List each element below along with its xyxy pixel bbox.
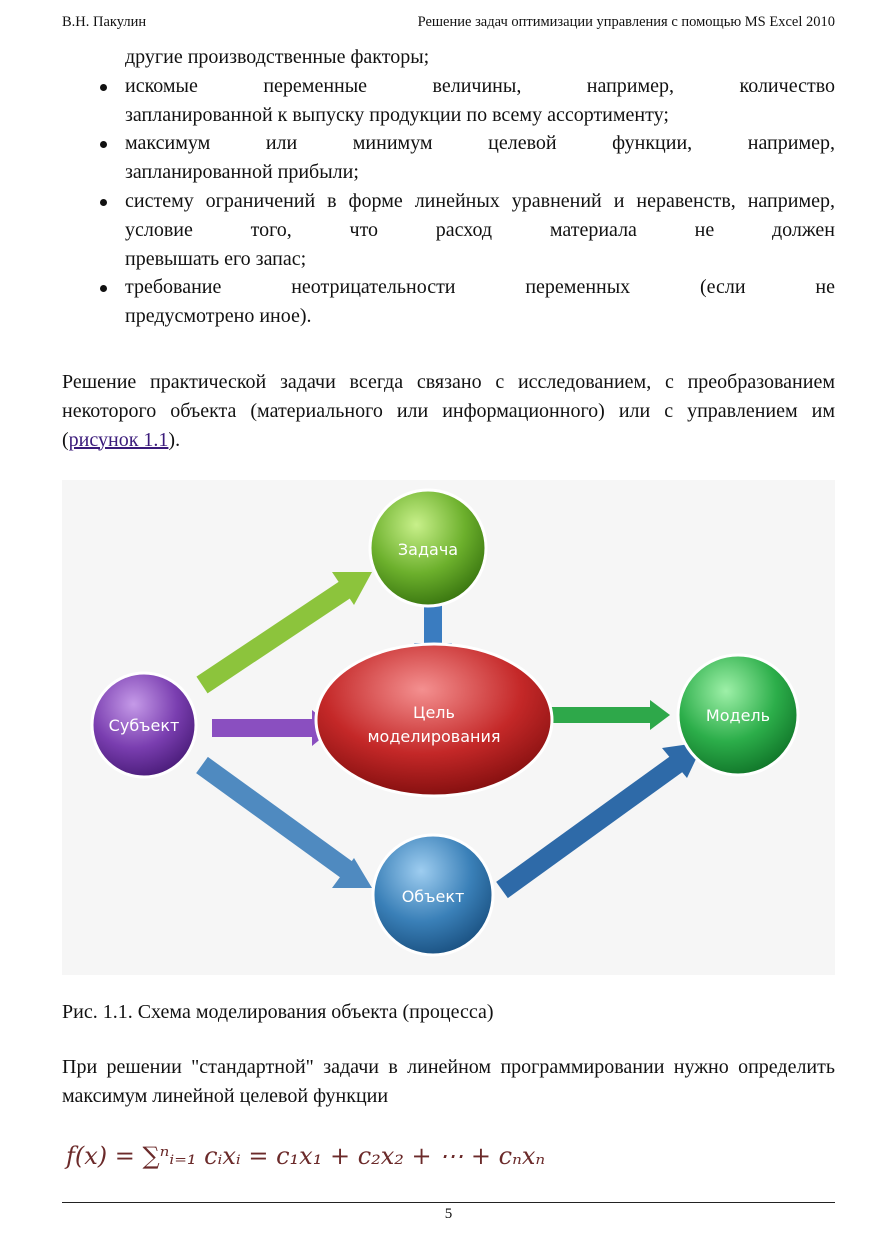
node-subject: Субъект <box>90 671 198 779</box>
paragraph: Решение практической задачи всегда связа… <box>62 368 835 454</box>
list-continuation: другие производственные факторы; <box>125 46 430 68</box>
figure-link[interactable]: рисунок 1.1 <box>68 428 169 451</box>
arrow-subject-to-task <box>196 572 372 694</box>
bullet-icon <box>100 141 107 149</box>
list-item: систему ограничений в форме линейных ура… <box>100 187 835 273</box>
list-item-text: запланированной к выпуску продукции по в… <box>125 103 669 126</box>
list-item-text: превышать его запас; <box>125 247 307 270</box>
arrow-subject-to-object <box>196 756 372 888</box>
node-goal-label: моделирования <box>367 727 500 746</box>
bullet-icon <box>100 285 107 293</box>
arrow-goal-to-model <box>550 700 670 730</box>
node-task-label: Задача <box>398 540 458 559</box>
node-goal: Цель моделирования <box>314 642 554 798</box>
figure-caption: Рис. 1.1. Схема моделирования объекта (п… <box>62 1001 494 1023</box>
paragraph-text: Решение практической задачи всегда связа… <box>62 371 835 451</box>
node-goal-label: Цель <box>413 703 455 722</box>
node-subject-label: Субъект <box>109 716 180 735</box>
paragraph-text: ). <box>168 428 181 451</box>
header-author: В.Н. Пакулин <box>62 14 147 30</box>
list-item: максимум или минимум целевой функции, на… <box>100 129 835 187</box>
list-item: искомые переменные величины, например, к… <box>100 72 835 130</box>
node-task: Задача <box>368 488 488 608</box>
node-model: Модель <box>676 653 800 777</box>
node-model-label: Модель <box>706 706 770 725</box>
header-title: Решение задач оптимизации управления с п… <box>417 14 835 30</box>
list-item-text: запланированной прибыли; <box>125 161 359 184</box>
node-object-label: Объект <box>402 887 465 906</box>
list-item-text: систему ограничений в форме линейных ура… <box>125 189 835 241</box>
list-item-text: требование неотрицательности переменных … <box>125 276 835 299</box>
bullet-icon <box>100 83 107 91</box>
list-item-text: предусмотрено иное). <box>125 305 312 328</box>
paragraph: При решении "стандартной" задачи в линей… <box>62 1056 835 1107</box>
page-number: 5 <box>444 1206 453 1222</box>
list-item-text: максимум или минимум целевой функции, на… <box>125 132 835 155</box>
node-object: Объект <box>371 833 495 957</box>
arrow-object-to-model <box>496 742 704 899</box>
requirements-list: другие производственные факторы; искомые… <box>100 43 835 331</box>
bullet-icon <box>100 198 107 206</box>
list-item-text: искомые переменные величины, например, к… <box>125 74 835 97</box>
list-item: требование неотрицательности переменных … <box>100 273 835 331</box>
footer-rule <box>62 1202 835 1203</box>
objective-function-formula: f(x) = ∑ⁿᵢ₌₁ cᵢxᵢ = c₁x₁ + c₂x₂ + ⋯ + cₙ… <box>66 1142 546 1170</box>
